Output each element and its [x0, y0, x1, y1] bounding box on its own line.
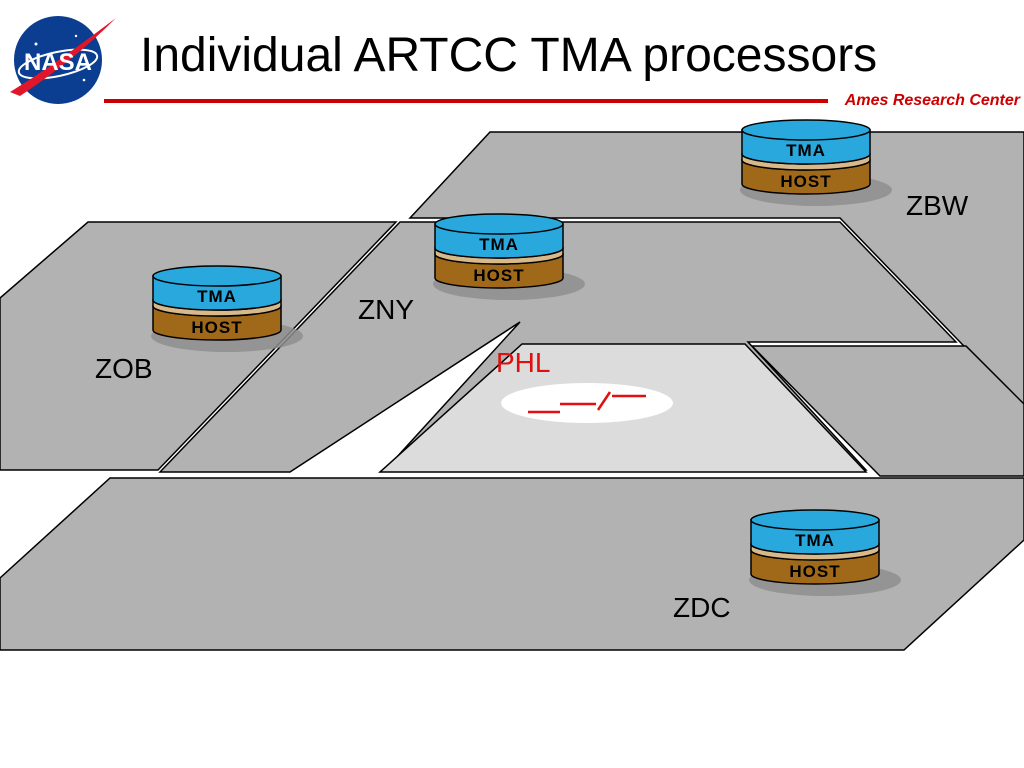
processor-stack-zbw: TMA HOST [740, 119, 892, 206]
tma-disk [152, 265, 282, 311]
host-label: HOST [473, 266, 524, 285]
host-label: HOST [191, 318, 242, 337]
zone-label-zbw: ZBW [906, 190, 969, 221]
host-label: HOST [780, 172, 831, 191]
runway-icon [528, 391, 646, 414]
tma-disk [434, 213, 564, 259]
slide-title: Individual ARTCC TMA processors [140, 29, 878, 82]
title-rule [104, 99, 828, 103]
tma-label: TMA [795, 531, 835, 550]
zone-label-phl: PHL [496, 347, 551, 378]
zone-label-zob: ZOB [95, 353, 153, 384]
host-label: HOST [789, 562, 840, 581]
tma-label: TMA [197, 287, 237, 306]
nasa-logo: NASA [10, 16, 116, 104]
processor-stack-zny: TMA HOST [433, 213, 585, 300]
tma-disk [741, 119, 871, 165]
zone-label-zdc: ZDC [673, 592, 731, 623]
org-label: Ames Research Center [844, 92, 1020, 109]
tma-label: TMA [479, 235, 519, 254]
zone-label-zny: ZNY [358, 294, 414, 325]
processor-stack-zob: TMA HOST [151, 265, 303, 352]
region-east-strip [750, 345, 1024, 477]
tma-disk [750, 509, 880, 555]
tma-label: TMA [786, 141, 826, 160]
processor-stack-zdc: TMA HOST [749, 509, 901, 596]
logo-wordmark: NASA [24, 49, 92, 76]
